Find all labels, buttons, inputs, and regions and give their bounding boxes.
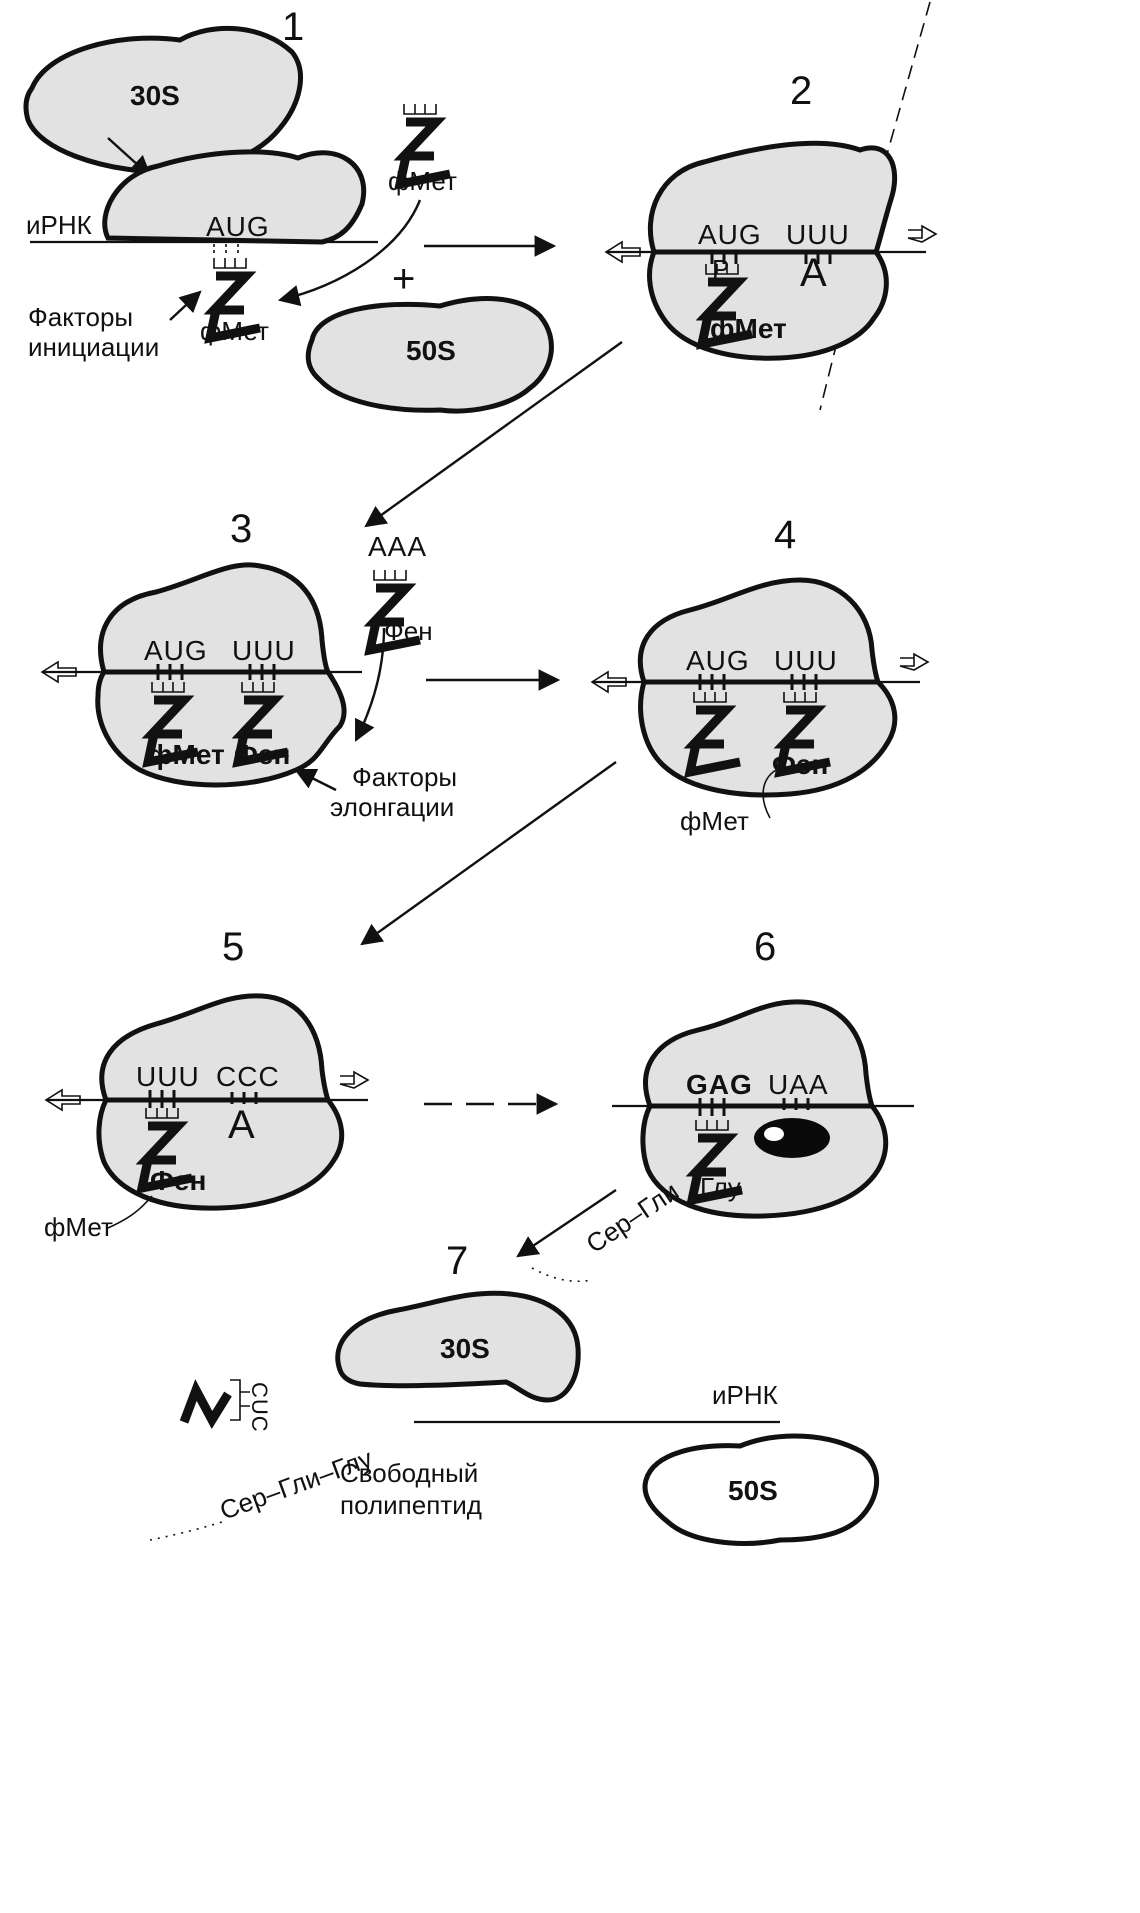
large-subunit-label-step7: 50S — [728, 1475, 778, 1506]
mrna-label-step1: иРНК — [26, 210, 92, 240]
small-subunit-step4 — [637, 577, 882, 685]
fmet-label-free: фМет — [388, 166, 457, 196]
codon-uuu-step3: UUU — [232, 635, 296, 666]
step-number-4: 4 — [774, 513, 796, 557]
phe-label-step3: Фен — [234, 739, 290, 770]
codon-aug-step3: AUG — [144, 635, 208, 666]
codon-ccc-step5: CCC — [216, 1061, 280, 1092]
codon-pairing-p-step2 — [710, 252, 738, 264]
fmet-label-step4: фМет — [680, 806, 749, 836]
large-subunit-label-step1: 50S — [406, 335, 456, 366]
step-arrow-6-7 — [516, 1189, 617, 1258]
trna-binding-arrow — [277, 199, 422, 307]
release-factor-highlight-icon — [764, 1127, 784, 1141]
codon-gag-step6: GAG — [686, 1069, 753, 1100]
mrna-label-step7: иРНК — [712, 1380, 778, 1410]
anticodon-aaa: AAA — [368, 531, 427, 562]
fmet-label-bound: фМет — [200, 316, 269, 346]
step-arrow-4-5 — [360, 761, 617, 946]
peptide-chain-label-step6: Сер–Гли — [581, 1176, 684, 1259]
fmet-label-step2: фМет — [710, 313, 787, 344]
init-factors-arrow — [169, 290, 202, 321]
elong-factors-arrow — [294, 768, 337, 792]
small-subunit-step5 — [99, 993, 332, 1103]
released-trna-icon — [179, 1379, 232, 1430]
plus-sign: + — [392, 257, 415, 301]
mrna-3-direction-icon-step5 — [339, 1070, 370, 1089]
small-subunit-bound-step1 — [102, 149, 367, 245]
free-peptide-label-1: Свободный — [340, 1458, 478, 1488]
codon-aug-step2: AUG — [698, 219, 762, 250]
init-factors-label-2: инициации — [28, 332, 159, 362]
mrna-5-direction-icon-step2 — [604, 240, 641, 264]
codon-aug-step4: AUG — [686, 645, 750, 676]
free-peptide-label-2: полипептид — [340, 1490, 482, 1520]
codon-pairing-p-step6 — [698, 1098, 726, 1116]
released-trna-stem-icon — [230, 1379, 250, 1421]
step-number-2: 2 — [790, 69, 812, 113]
mrna-5-direction-icon-step4 — [590, 670, 627, 694]
a-site-label-step5: A — [228, 1103, 255, 1147]
large-subunit-step7 — [642, 1433, 879, 1546]
large-subunit-step5 — [96, 1097, 345, 1211]
fmet-label-step5: фМет — [44, 1212, 113, 1242]
small-subunit-label-step1: 30S — [130, 80, 180, 111]
step-number-1: 1 — [282, 5, 304, 49]
step-number-6: 6 — [754, 925, 776, 969]
large-subunit-step1 — [305, 296, 554, 414]
elong-factors-label-1: Факторы — [352, 762, 457, 792]
peptide-dots-step7 — [149, 1521, 223, 1541]
codon-uuu-step4: UUU — [774, 645, 838, 676]
step-arrow-2-3 — [364, 341, 623, 528]
small-subunit-step3 — [98, 562, 333, 675]
a-site-label-step2: A — [800, 251, 827, 295]
peptide-dots-step6 — [531, 1267, 593, 1283]
phe-label-step4: Фен — [772, 749, 828, 780]
phe-label-free: Фен — [384, 616, 433, 646]
step-number-3: 3 — [230, 507, 252, 551]
mrna-3-direction-icon-step2 — [907, 224, 938, 243]
mrna-3-direction-icon-step4 — [899, 652, 930, 671]
init-factors-label-1: Факторы — [28, 302, 133, 332]
small-subunit-step7 — [335, 1290, 581, 1403]
start-codon-step1: AUG — [206, 211, 270, 242]
codon-uuu-step5: UUU — [136, 1061, 200, 1092]
fmet-label-step3: фМет — [148, 739, 225, 770]
peptide-bond-line-step4 — [762, 769, 777, 819]
small-subunit-free-step1 — [23, 25, 303, 175]
small-subunit-step6 — [643, 999, 876, 1109]
codon-ticks-a-step2 — [804, 252, 832, 264]
stop-codon-ticks-step6 — [782, 1098, 810, 1110]
peptide-bond-line-step5 — [107, 1195, 153, 1229]
glu-label-step6: Глу — [700, 1172, 741, 1202]
codon-pairing-p-step3 — [156, 664, 184, 680]
codon-pairing-a-step3 — [248, 664, 276, 680]
codon-uaa-step6: UAA — [768, 1069, 829, 1100]
codon-pairing-a-step4 — [790, 674, 818, 690]
p-site-label-step2: P — [712, 254, 729, 284]
mrna-5-direction-icon-step5 — [44, 1088, 81, 1112]
mrna-5-direction-icon-step3 — [40, 660, 77, 684]
step-number-7: 7 — [446, 1239, 468, 1283]
phe-label-step5: Фен — [150, 1165, 206, 1196]
codon-pairing-p-step5 — [148, 1090, 176, 1108]
step-number-5: 5 — [222, 925, 244, 969]
codon-pairing-step1 — [213, 244, 239, 256]
anticodon-cuc: CUC — [247, 1382, 272, 1433]
codon-uuu-step2: UUU — [786, 219, 850, 250]
small-subunit-label-step7: 30S — [440, 1333, 490, 1364]
phe-trna-entry-arrow — [354, 627, 386, 742]
codon-pairing-p-step4 — [698, 674, 726, 690]
release-factor-icon — [754, 1118, 830, 1158]
codon-ticks-a-step5 — [230, 1092, 258, 1104]
small-subunit-step2 — [647, 140, 898, 255]
elong-factors-label-2: элонгации — [330, 792, 454, 822]
